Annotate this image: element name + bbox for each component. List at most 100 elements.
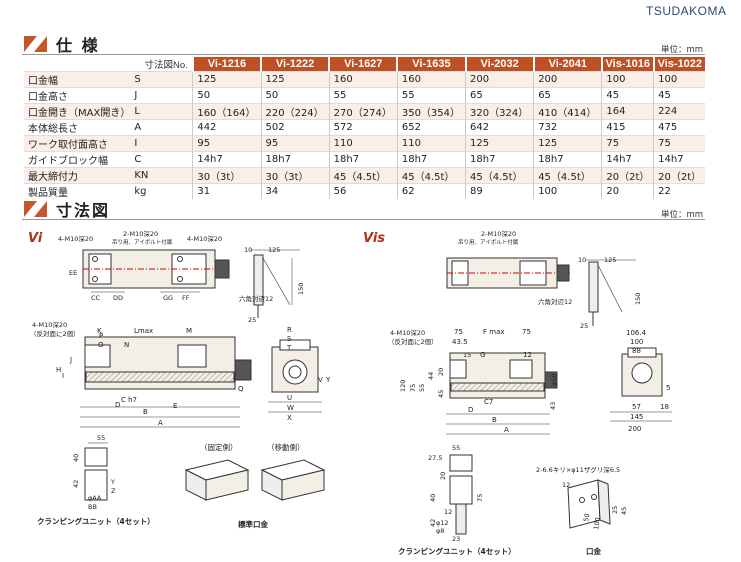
- spec-cell: 20: [601, 183, 654, 199]
- vis-dim-b: B: [492, 416, 497, 424]
- drawing-section-header: 寸法図: [24, 200, 110, 220]
- vis-dim-120: 120: [399, 380, 407, 392]
- vis-dim-43-5: 43.5: [452, 338, 468, 346]
- spec-cell: 20（2t）: [601, 167, 654, 184]
- vis-dim-15: 15: [463, 351, 471, 359]
- spec-row-symbol: kg: [130, 183, 193, 199]
- spec-cell: 164: [601, 103, 654, 120]
- spec-cell: 65: [465, 87, 534, 104]
- spec-cell: 45（4.5t）: [396, 167, 466, 184]
- vi-dim-p: P: [99, 332, 103, 340]
- spec-title: 仕 様: [56, 36, 100, 55]
- spec-cell: 45（4.5t）: [533, 167, 602, 184]
- spec-cell: 415: [601, 119, 654, 136]
- vi-clamp-caption: クランピングユニット（4セット）: [37, 516, 155, 526]
- vi-jaw-caption: 標準口金: [238, 519, 268, 529]
- spec-cell: 110: [396, 135, 466, 152]
- spec-cell: 224: [653, 103, 705, 120]
- vis-jaw: 2-6.6キリ×φ11ザグリ深6.5 12 50 100 45 25 口金: [536, 465, 628, 556]
- spec-cell: 14h7: [601, 151, 654, 168]
- spec-cell: 95: [260, 135, 330, 152]
- spec-cell: 95: [192, 135, 261, 152]
- brand-logo: TSUDAKOMA: [646, 4, 727, 18]
- spec-cell: 320（324）: [465, 103, 534, 120]
- spec-row-symbol: L: [130, 103, 193, 120]
- spec-cell: 14h7: [653, 151, 705, 168]
- spec-cell: 350（354）: [396, 103, 466, 120]
- vi-front-view: 4-M10深20 （反対面に2個） P K Lmax M O N J I H C…: [30, 320, 252, 428]
- model-header: Vi-1627: [328, 57, 398, 72]
- vi-dim-d: D: [115, 401, 120, 409]
- vis-jaw-dim-50: 50: [582, 513, 591, 523]
- spec-cell: 18h7: [533, 151, 602, 168]
- vis-jaw-dim-100: 100: [592, 517, 602, 531]
- vi-plan-view: 4-M10深20 2-M10深20 吊り用、アイボルト付属 4-M10深20 E…: [58, 229, 230, 302]
- vi-dim-s: S: [287, 335, 292, 343]
- vi-dim-w: W: [287, 404, 294, 412]
- spec-cell: 62: [396, 183, 466, 199]
- vis-clamp-dim-27-5: 27.5: [428, 454, 442, 462]
- model-header: Vi-1216: [191, 57, 261, 72]
- header-label: 寸法図No.: [24, 57, 193, 72]
- spec-cell: 18h7: [328, 151, 398, 168]
- spec-row-symbol: KN: [130, 167, 193, 184]
- vi-side-dim-125: 125: [268, 246, 280, 254]
- spec-cell: 100: [533, 183, 602, 199]
- spec-row-name: 本体総長さ: [24, 119, 131, 136]
- vi-clamp-dim-55: 55: [97, 434, 105, 442]
- spec-row-symbol: J: [130, 87, 193, 104]
- vi-dim-lmax: Lmax: [134, 327, 153, 335]
- spec-row-name: 口金高さ: [24, 87, 131, 104]
- vis-tap-note2-sub: 吊り用、アイボルト付属: [458, 238, 518, 246]
- spec-row-symbol: S: [130, 71, 193, 88]
- vi-label: Vi: [28, 231, 43, 246]
- vi-dim-x: X: [287, 414, 292, 422]
- vi-dim-ch7: C h7: [121, 396, 137, 404]
- vis-side-hex-note: 六角対辺12: [538, 297, 572, 306]
- spec-row-name: 最大締付力: [24, 167, 131, 184]
- model-header: Vi-1635: [396, 57, 466, 72]
- vis-jaw-dim-12: 12: [562, 481, 570, 489]
- vi-standard-jaws: （固定側） （移動側） 標準口金: [184, 442, 326, 529]
- spec-cell: 442: [192, 119, 261, 136]
- vis-dim-145: 145: [630, 413, 643, 421]
- vi-side-dim-25: 25: [248, 316, 256, 324]
- vi-jaw-fixed-label: （固定側）: [200, 442, 238, 452]
- spec-row-symbol: A: [130, 119, 193, 136]
- vis-clamp-dim-55: 55: [452, 444, 460, 452]
- vis-side-dim-150: 150: [634, 293, 642, 305]
- vi-dim-n: N: [124, 341, 129, 349]
- spec-cell: 89: [465, 183, 534, 199]
- spec-cell: 200: [533, 71, 602, 88]
- vi-dim-j: J: [69, 356, 72, 364]
- drawing-unit: 単位：mm: [660, 210, 703, 220]
- vi-dim-gg: GG: [163, 294, 173, 302]
- vi-dim-cc: CC: [91, 294, 101, 302]
- spec-cell: 30（3t）: [192, 167, 261, 184]
- vi-jaw-moving-label: （移動側）: [267, 442, 305, 452]
- spec-cell: 572: [328, 119, 398, 136]
- model-header: Vis-1022: [652, 57, 705, 72]
- vi-dim-k: K: [97, 327, 102, 335]
- spec-cell: 34: [260, 183, 330, 199]
- spec-cell: 100: [653, 71, 705, 88]
- vis-jaw-dim-45: 45: [620, 507, 628, 515]
- vi-clamp-dim-phiaa: φAA: [88, 494, 102, 502]
- spec-cell: 65: [533, 87, 602, 104]
- vi-clamp-dim-z: Z: [111, 487, 116, 495]
- vi-side-view: 10 125 150 25 六角対辺12: [239, 246, 305, 324]
- vis-dim-100: 100: [630, 338, 643, 346]
- spec-cell: 125: [533, 135, 602, 152]
- spec-cell: 475: [653, 119, 705, 136]
- spec-row-name: 口金幅: [24, 71, 131, 88]
- vis-label: Vis: [363, 231, 385, 246]
- spec-cell: 18h7: [260, 151, 330, 168]
- spec-row-symbol: I: [130, 135, 193, 152]
- vis-side-dim-10: 10: [578, 256, 586, 264]
- vis-jaw-note: 2-6.6キリ×φ11ザグリ深6.5: [536, 465, 620, 474]
